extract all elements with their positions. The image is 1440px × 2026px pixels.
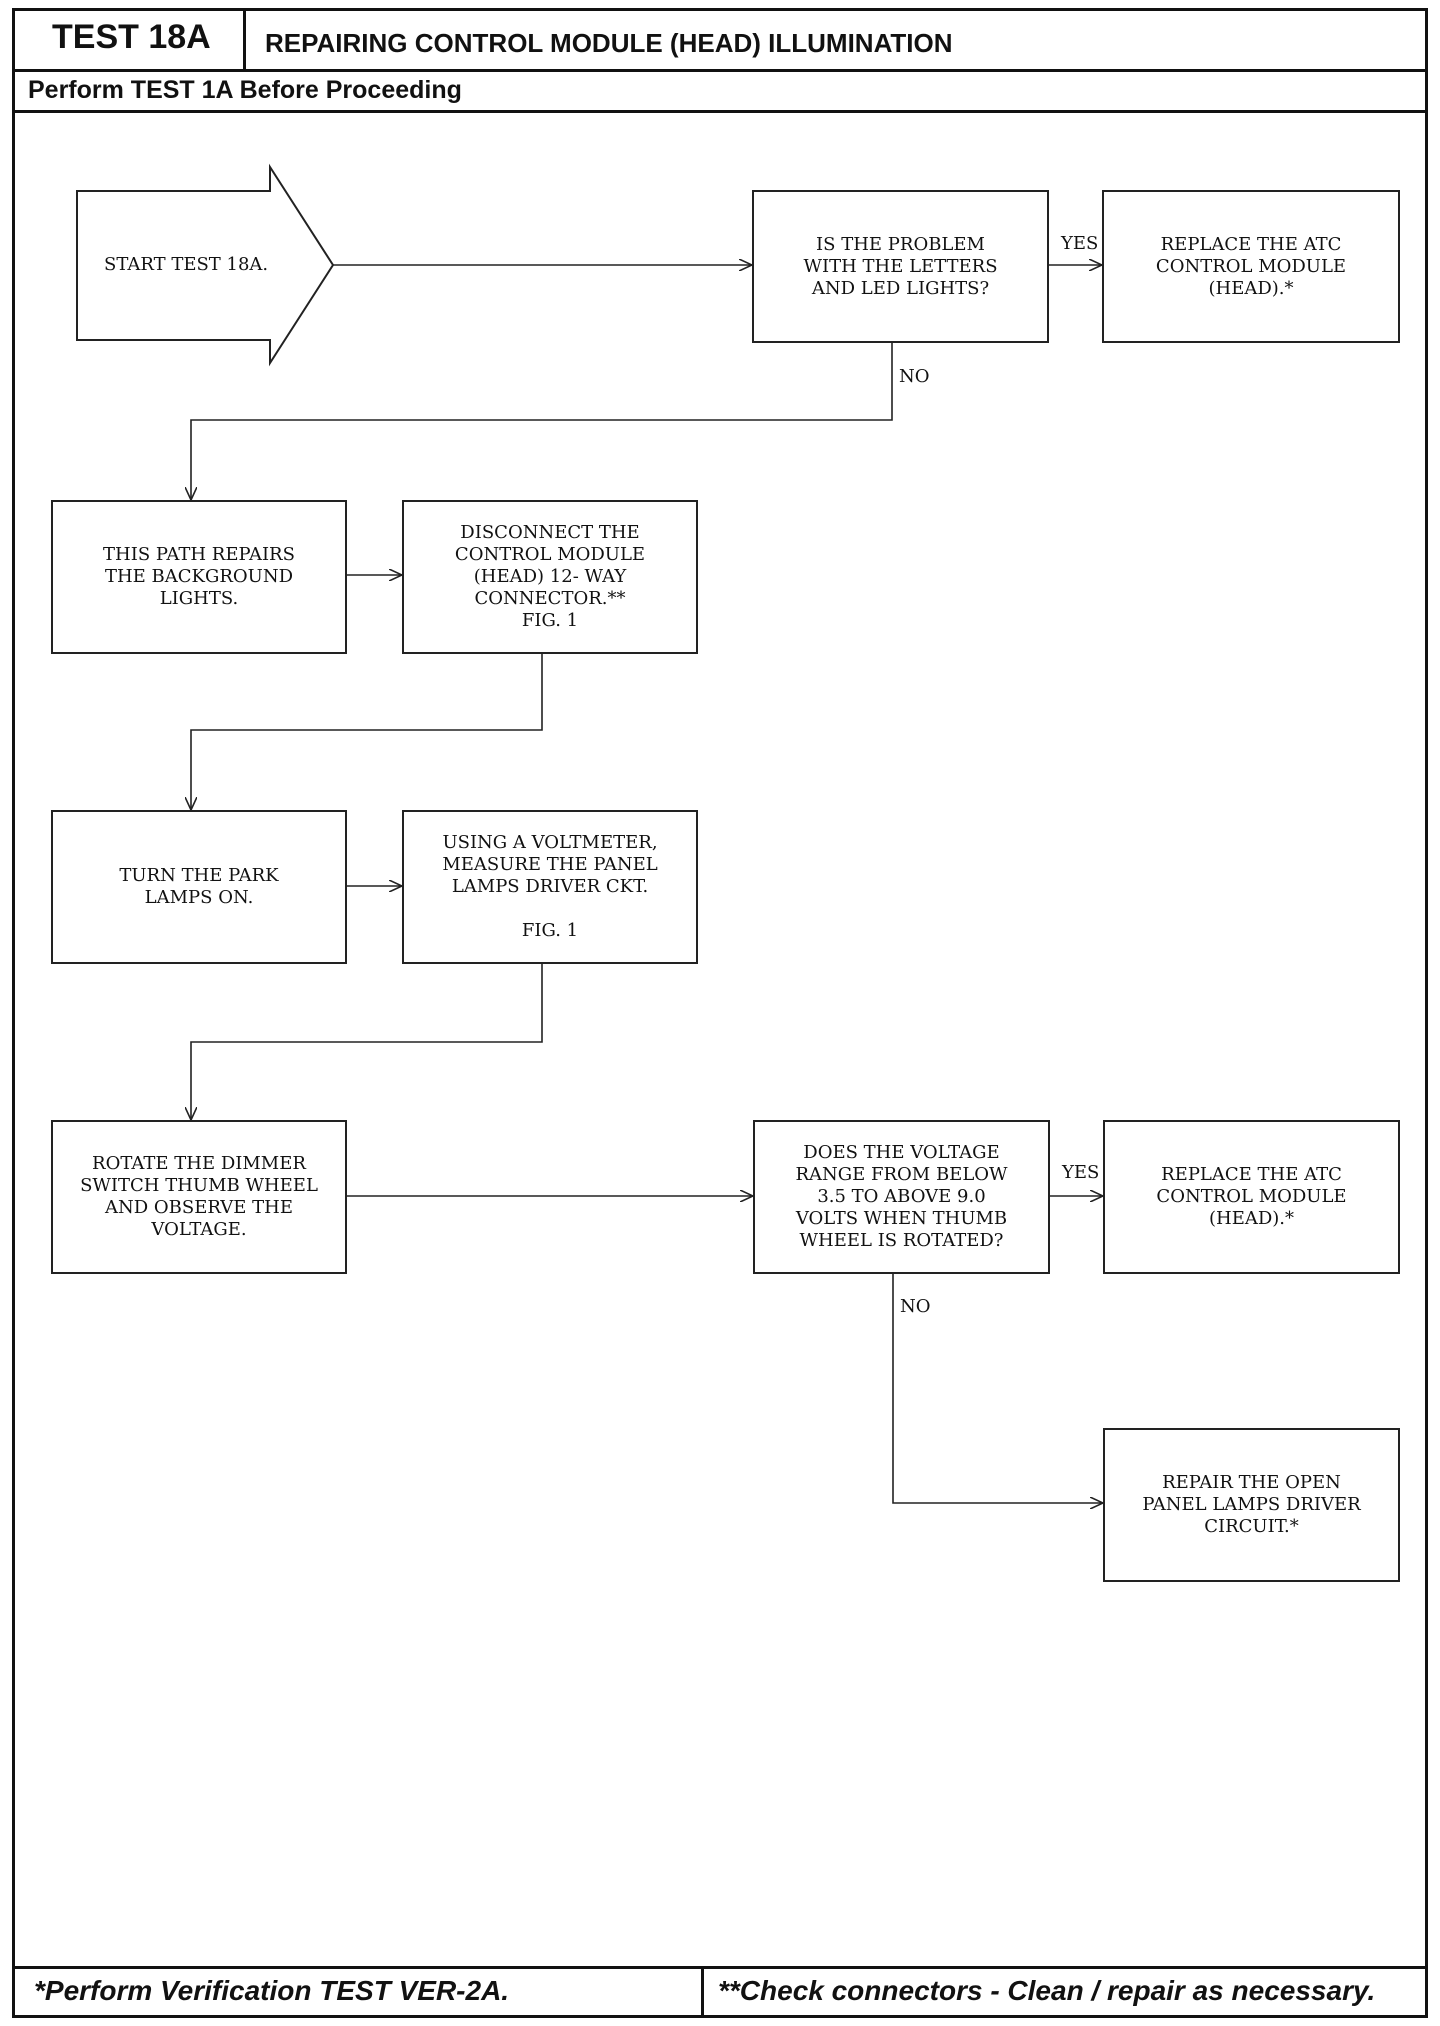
connector-q1-no xyxy=(191,342,893,500)
footer-right-cell xyxy=(701,1966,1428,2018)
voltmeter-step: USING A VOLTMETER, MEASURE THE PANEL LAM… xyxy=(402,810,698,964)
connector-disconnect-to-park xyxy=(191,653,543,810)
disconnect-connector-step: DISCONNECT THE CONTROL MODULE (HEAD) 12-… xyxy=(402,500,698,654)
page-subtitle: Perform TEST 1A Before Proceeding xyxy=(28,76,462,104)
no-label-q1: NO xyxy=(899,366,930,387)
rotate-dimmer-step-text: ROTATE THE DIMMER SWITCH THUMB WHEEL AND… xyxy=(80,1153,318,1240)
park-lamps-step-text: TURN THE PARK LAMPS ON. xyxy=(119,865,279,908)
background-lights-path-text: THIS PATH REPAIRS THE BACKGROUND LIGHTS. xyxy=(103,544,295,609)
connector-q2-no xyxy=(892,1273,1103,1503)
page-title: REPAIRING CONTROL MODULE (HEAD) ILLUMINA… xyxy=(265,28,953,58)
subtitle-cell xyxy=(12,69,1428,113)
voltmeter-step-text: USING A VOLTMETER, MEASURE THE PANEL LAM… xyxy=(442,832,658,941)
question-letters-leds-text: IS THE PROBLEM WITH THE LETTERS AND LED … xyxy=(803,233,998,299)
start-label: START TEST 18A. xyxy=(104,254,269,275)
replace-control-module-2: REPLACE THE ATC CONTROL MODULE (HEAD).* xyxy=(1103,1120,1400,1274)
background-lights-path: THIS PATH REPAIRS THE BACKGROUND LIGHTS. xyxy=(51,500,347,654)
connector-voltmeter-to-rotate xyxy=(191,963,543,1120)
footer-verification-note: *Perform Verification TEST VER-2A. xyxy=(34,1975,510,2006)
start-arrow-shape xyxy=(76,163,335,367)
disconnect-connector-step-text: DISCONNECT THE CONTROL MODULE (HEAD) 12-… xyxy=(454,522,646,631)
yes-label-q2: YES xyxy=(1062,1162,1100,1183)
repair-open-circuit: REPAIR THE OPEN PANEL LAMPS DRIVER CIRCU… xyxy=(1103,1428,1400,1582)
footer-connectors-note: **Check connectors - Clean / repair as n… xyxy=(718,1975,1376,2006)
test-id: TEST 18A xyxy=(52,18,211,56)
repair-open-circuit-text: REPAIR THE OPEN PANEL LAMPS DRIVER CIRCU… xyxy=(1142,1472,1361,1537)
question-letters-leds: IS THE PROBLEM WITH THE LETTERS AND LED … xyxy=(752,190,1049,343)
no-label-q2: NO xyxy=(900,1296,931,1317)
replace-control-module-2-text: REPLACE THE ATC CONTROL MODULE (HEAD).* xyxy=(1156,1164,1347,1229)
replace-control-module-1: REPLACE THE ATC CONTROL MODULE (HEAD).* xyxy=(1102,190,1400,343)
replace-control-module-1-text: REPLACE THE ATC CONTROL MODULE (HEAD).* xyxy=(1155,233,1347,299)
rotate-dimmer-step: ROTATE THE DIMMER SWITCH THUMB WHEEL AND… xyxy=(51,1120,347,1274)
yes-label-q1: YES xyxy=(1061,233,1099,254)
question-voltage-range: DOES THE VOLTAGE RANGE FROM BELOW 3.5 TO… xyxy=(753,1120,1050,1274)
question-voltage-range-text: DOES THE VOLTAGE RANGE FROM BELOW 3.5 TO… xyxy=(795,1142,1008,1251)
park-lamps-step: TURN THE PARK LAMPS ON. xyxy=(51,810,347,964)
